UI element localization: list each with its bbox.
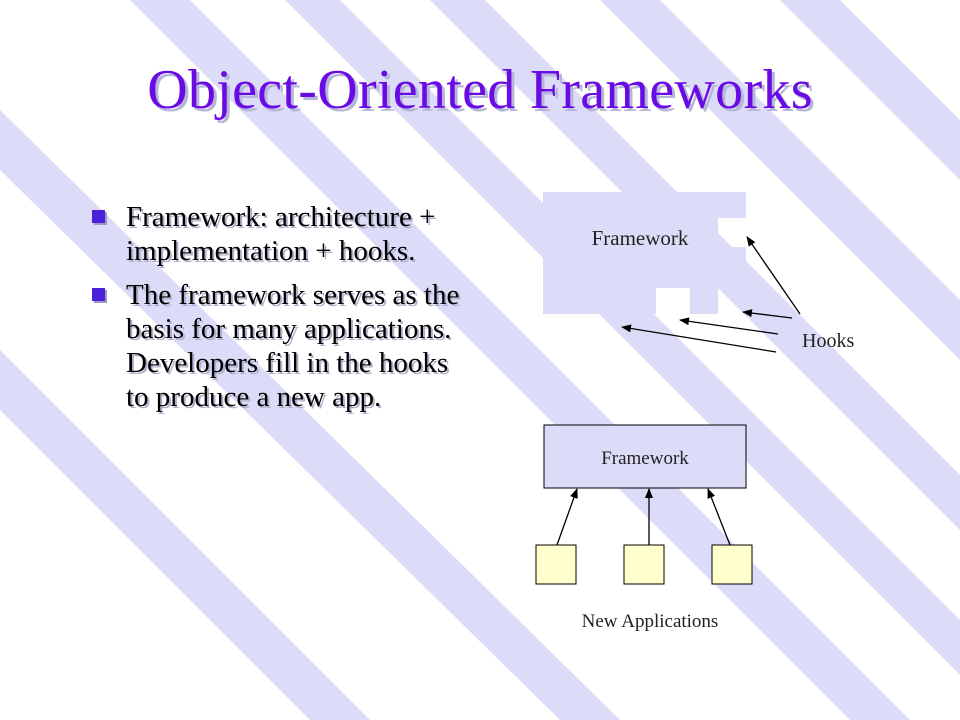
- hook-arrows: [621, 236, 801, 353]
- bullet-item: The framework serves as the basis for ma…: [92, 278, 464, 414]
- app-arrows: [556, 488, 731, 546]
- application-box: [535, 544, 577, 585]
- app-arrow: [707, 488, 731, 546]
- app-arrow: [556, 488, 578, 546]
- bullet-list: Framework: architecture + implementation…: [92, 200, 464, 424]
- bullet-text: The framework serves as the basis for ma…: [126, 279, 460, 413]
- framework-with-hooks-shape: [543, 192, 746, 314]
- framework-box-bottom: [543, 424, 747, 489]
- hook-arrow: [746, 236, 801, 315]
- square-bullet-icon: [92, 210, 105, 223]
- slide-title: Object-Oriented Frameworks: [147, 59, 813, 121]
- new-applications-label: New Applications: [582, 611, 719, 632]
- hook-arrow: [679, 317, 779, 335]
- bullet-item: Framework: architecture + implementation…: [92, 200, 464, 268]
- framework-label-top: Framework: [592, 226, 689, 250]
- hook-arrow: [742, 309, 793, 319]
- hook-arrow: [621, 324, 777, 353]
- hooks-label: Hooks: [802, 330, 854, 352]
- square-bullet-icon: [92, 288, 105, 301]
- bullet-text: Framework: architecture + implementation…: [126, 201, 436, 267]
- framework-label-bottom: Framework: [601, 448, 689, 469]
- application-box: [711, 544, 753, 585]
- application-box: [623, 544, 665, 585]
